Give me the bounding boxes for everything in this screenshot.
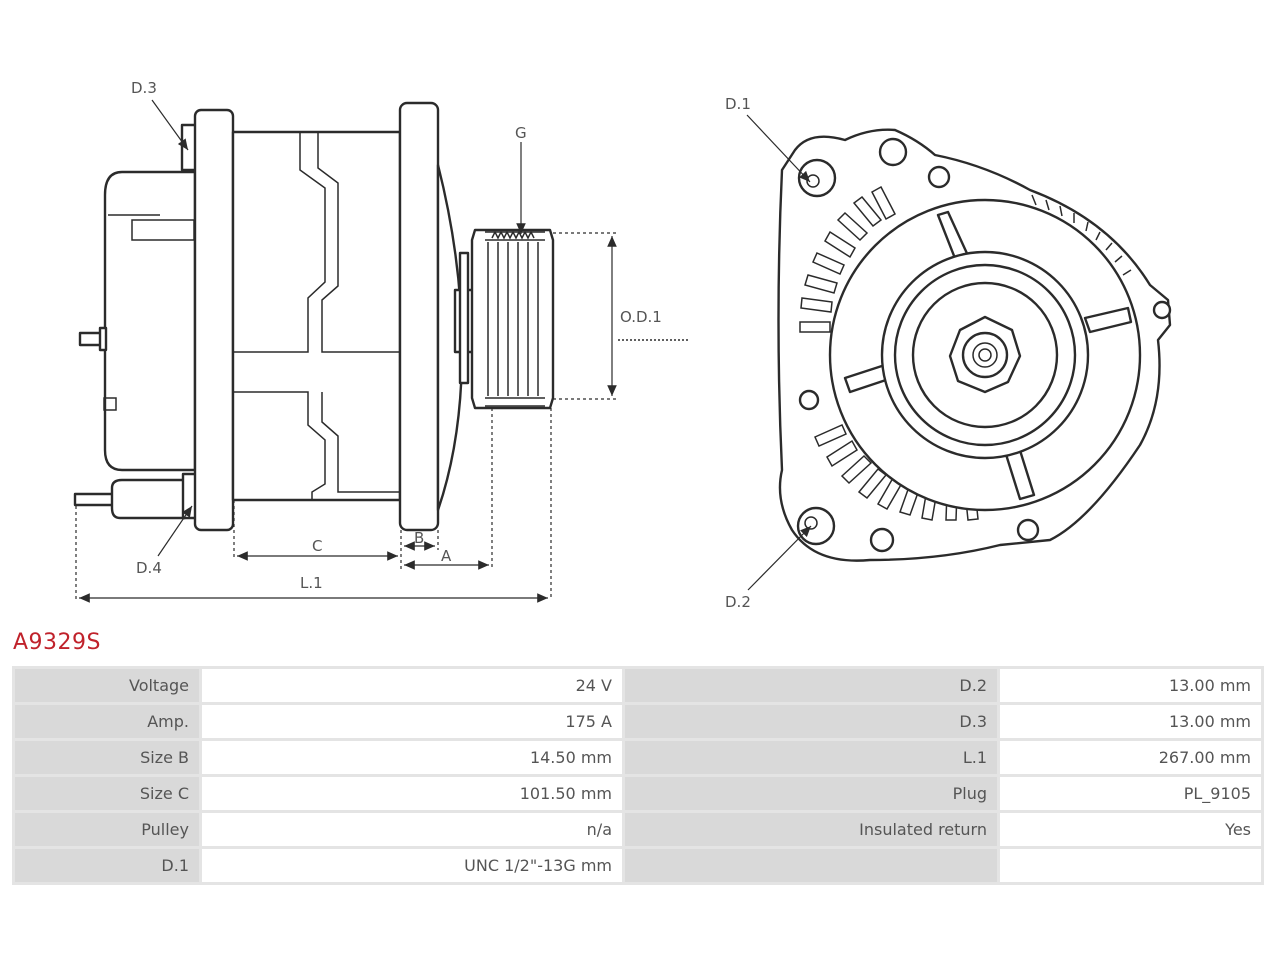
spec-value: PL_9105 [1000,777,1261,810]
spec-value: 13.00 mm [1000,669,1261,702]
spec-value: 267.00 mm [1000,741,1261,774]
table-row: Voltage 24 V D.2 13.00 mm [15,669,1261,702]
alternator-diagram: D.3 D.4 G O.D.1 C B A L.1 [73,79,1172,611]
spec-label: Amp. [15,705,199,738]
label-c: C [312,537,322,555]
spec-label: Pulley [15,813,199,846]
spec-value: 13.00 mm [1000,705,1261,738]
spec-label: Voltage [15,669,199,702]
spec-value [1000,849,1261,882]
table-row: D.1 UNC 1/2"-13G mm [15,849,1261,882]
product-code: A9329S [13,630,102,655]
label-l1: L.1 [300,574,323,592]
label-d1: D.1 [725,95,751,113]
label-a: A [441,547,452,565]
spec-label: Size C [15,777,199,810]
label-od1: O.D.1 [620,308,662,326]
spec-label: Size B [15,741,199,774]
side-view: D.3 D.4 G O.D.1 C B A L.1 [73,79,690,603]
spec-label: D.3 [625,705,997,738]
spec-label: Insulated return [625,813,997,846]
spec-value: UNC 1/2"-13G mm [202,849,622,882]
table-row: Pulley n/a Insulated return Yes [15,813,1261,846]
spec-value: n/a [202,813,622,846]
table-row: Size C 101.50 mm Plug PL_9105 [15,777,1261,810]
spec-label [625,849,997,882]
spec-label: D.1 [15,849,199,882]
spec-label: Plug [625,777,997,810]
spec-label: D.2 [625,669,997,702]
specs-table: Voltage 24 V D.2 13.00 mm Amp. 175 A D.3… [12,666,1264,885]
spec-label: L.1 [625,741,997,774]
label-g: G [515,124,527,142]
table-row: Amp. 175 A D.3 13.00 mm [15,705,1261,738]
label-d3: D.3 [131,79,157,97]
spec-value: 175 A [202,705,622,738]
label-b: B [414,529,424,547]
label-d2: D.2 [725,593,751,611]
label-d4: D.4 [136,559,162,577]
front-view: D.1 D.2 [725,95,1172,611]
table-row: Size B 14.50 mm L.1 267.00 mm [15,741,1261,774]
spec-value: 14.50 mm [202,741,622,774]
spec-value: 101.50 mm [202,777,622,810]
spec-value: Yes [1000,813,1261,846]
spec-value: 24 V [202,669,622,702]
